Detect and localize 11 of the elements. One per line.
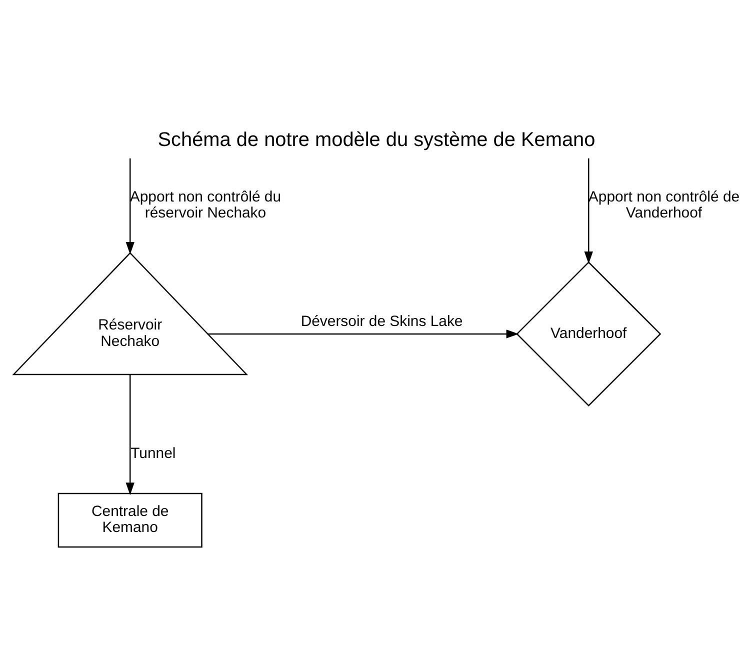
arrow [584, 158, 593, 264]
edge-label: Apport non contrôlé du réservoir Nechako [130, 188, 282, 222]
edge-label: Tunnel [130, 444, 176, 462]
node-box: Centrale de Kemano [58, 492, 202, 548]
arrow [126, 374, 134, 495]
arrow [208, 329, 519, 338]
diagram-title: Schéma de notre modèle du système de Kemano [158, 128, 596, 150]
arrow [126, 158, 134, 254]
edge-label: Déversoir de Skins Lake [300, 312, 463, 330]
edge-label: Apport non contrôlé de Vanderhoof [588, 188, 740, 222]
node-diamond: Vanderhoof [516, 260, 662, 406]
